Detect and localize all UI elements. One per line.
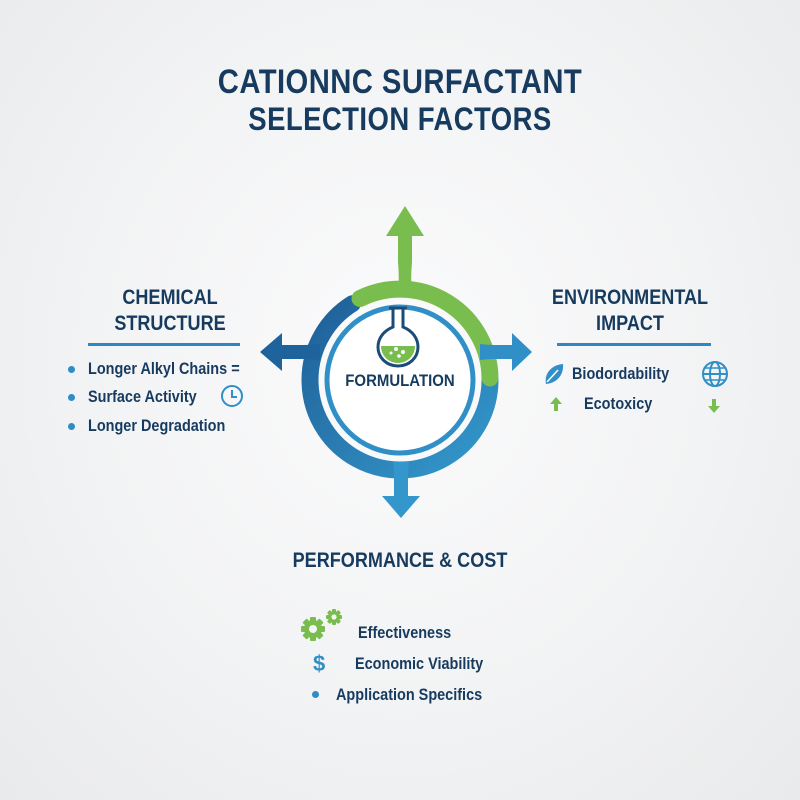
right-item-1: Biodordability [572,364,670,383]
chemical-structure-heading: CHEMICAL STRUCTURE [93,285,248,337]
performance-cost-heading: PERFORMANCE & COST [292,549,508,572]
environmental-impact-heading-line-1: ENVIRONMENTAL [551,286,709,309]
left-item-3: Longer Degradation [88,416,226,435]
arrow-down-icon [708,399,720,413]
leaf-icon [545,364,564,384]
left-item-1: Longer Alkyl Chains = [88,359,240,378]
chemical-structure-heading-line-2: STRUCTURE [114,312,226,335]
environmental-impact-heading: ENVIRONMENTAL IMPACT [544,285,716,337]
left-item-2: Surface Activity [88,387,197,406]
bullet-icon [68,394,75,401]
title-line-2: SELECTION FACTORS [248,101,552,137]
arrow-up-top [386,206,424,292]
environmental-impact-heading-line-2: IMPACT [596,312,664,335]
gears-icon [301,609,342,641]
globe-icon [702,361,728,387]
arrow-down [382,462,420,518]
dollar-icon: $ [313,651,326,676]
flask-icon [376,306,420,368]
title-line-1: CATIONNC SURFACTANT [217,63,583,101]
chemical-structure-rule [88,343,240,346]
bottom-item-1: Effectiveness [358,623,452,642]
clock-icon [221,385,243,407]
bottom-item-2: Economic Viability [355,654,484,673]
bullet-icon [312,691,319,698]
inner-disc [328,308,472,452]
bullet-icon [68,366,75,373]
environmental-impact-rule [557,343,711,346]
bottom-item-3: Application Specifics [336,685,483,704]
right-item-2: Ecotoxicy [584,394,653,413]
arrow-left [260,333,320,371]
chemical-structure-heading-line-1: CHEMICAL [122,286,218,309]
arrow-up-icon [550,397,562,411]
bullet-icon [68,423,75,430]
center-label: FORMULATION [345,371,455,390]
arrow-right [480,333,532,371]
